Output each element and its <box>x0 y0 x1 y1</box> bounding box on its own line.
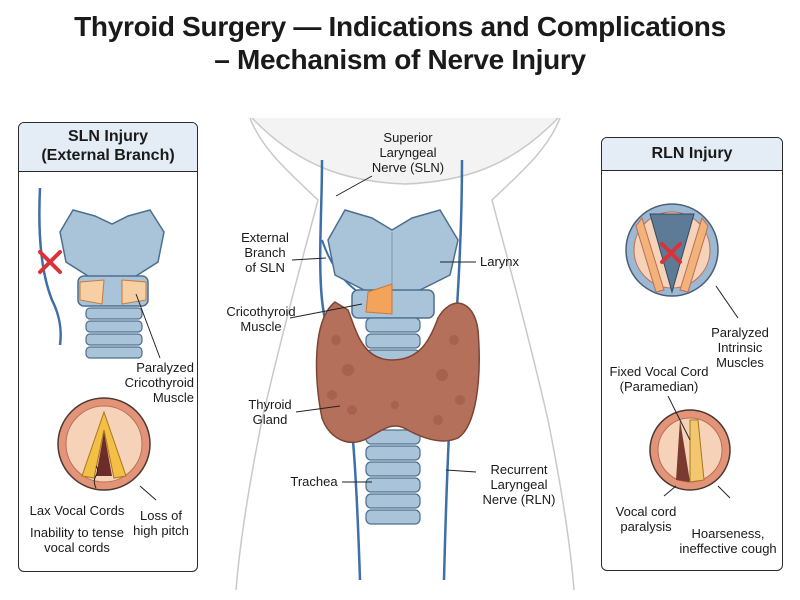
rln-label-line1: Recurrent <box>490 462 548 477</box>
rln-hoarse-line1: Hoarseness, <box>691 526 765 541</box>
rln-heading: RLN Injury <box>651 145 733 162</box>
rln-paralysis-line1: Vocal cord <box>615 504 677 519</box>
sln-pitch-line2: high pitch <box>133 523 189 538</box>
rln-paralyzed-label: Paralyzed Intrinsic Muscles <box>704 325 776 370</box>
title-line-2: – Mechanism of Nerve Injury <box>214 44 586 75</box>
cricothyroid-line1: Cricothyroid <box>226 304 296 319</box>
rln-label: Recurrent Laryngeal Nerve (RLN) <box>474 462 564 507</box>
rln-injury-panel: RLN Injury <box>601 137 783 571</box>
sln-paralyzed-line2: Cricothyroid <box>124 375 194 390</box>
rln-panel-heading: RLN Injury <box>602 138 782 171</box>
cricothyroid-label: Cricothyroid Muscle <box>220 304 302 334</box>
rln-fixed-label: Fixed Vocal Cord (Paramedian) <box>604 364 714 394</box>
sln-heading-line2: (External Branch) <box>41 147 175 164</box>
thyroid-gland-label: Thyroid Gland <box>242 397 298 427</box>
sln-lax-label: Lax Vocal Cords <box>29 503 125 518</box>
external-branch-line2: Branch <box>244 245 286 260</box>
sln-paralyzed-line3: Muscle <box>152 390 194 405</box>
neck-outline <box>235 117 319 591</box>
trachea-label: Trachea <box>290 474 338 489</box>
rln-label-line3: Nerve (RLN) <box>482 492 556 507</box>
external-branch-line1: External <box>241 230 289 245</box>
external-branch-line3: of SLN <box>245 260 285 275</box>
sln-label: Superior Laryngeal Nerve (SLN) <box>358 130 458 175</box>
rln-paralysis-label: Vocal cord paralysis <box>606 504 686 534</box>
thyroid-line2: Gland <box>252 412 288 427</box>
page-title: Thyroid Surgery — Indications and Compli… <box>0 10 800 76</box>
neck-outline-right <box>491 117 575 591</box>
sln-paralyzed-label: Paralyzed Cricothyroid Muscle <box>118 360 194 405</box>
rln-fixed-line1: Fixed Vocal Cord <box>609 364 709 379</box>
thyroid-cartilage <box>327 209 459 296</box>
cricothyroid-muscle <box>365 283 393 315</box>
rln-paralyzed-line3: Muscles <box>716 355 764 370</box>
title-line-1: Thyroid Surgery — Indications and Compli… <box>74 11 726 42</box>
sln-pitch-line1: Loss of <box>140 508 182 523</box>
rln-fixed-line2: (Paramedian) <box>619 379 699 394</box>
rln-paralyzed-line1: Paralyzed <box>711 325 769 340</box>
sln-label-line1: Superior <box>383 130 433 145</box>
larynx-label: Larynx <box>480 254 520 269</box>
sln-label-line3: Nerve (SLN) <box>371 160 445 175</box>
sln-heading-line1: SLN Injury <box>67 128 148 145</box>
rln-paralyzed-line2: Intrinsic <box>717 340 763 355</box>
rln-paralysis-line2: paralysis <box>620 519 672 534</box>
external-branch-label: External Branch of SLN <box>228 230 302 275</box>
sln-inability-label: Inability to tense vocal cords <box>22 525 132 555</box>
sln-inability-line1: Inability to tense <box>30 525 124 540</box>
thyroid-line1: Thyroid <box>248 397 292 412</box>
sln-inability-line2: vocal cords <box>44 540 110 555</box>
rln-label-line2: Laryngeal <box>490 477 548 492</box>
sln-panel-heading: SLN Injury (External Branch) <box>19 123 197 172</box>
rln-hoarse-line2: ineffective cough <box>679 541 777 556</box>
neck-skin <box>251 117 559 185</box>
cricothyroid-line2: Muscle <box>240 319 282 334</box>
rln-hoarse-label: Hoarseness, ineffective cough <box>676 526 780 556</box>
sln-label-line2: Laryngeal <box>379 145 437 160</box>
thyroid-gland <box>315 301 480 443</box>
sln-paralyzed-line1: Paralyzed <box>136 360 194 375</box>
sln-pitch-label: Loss of high pitch <box>128 508 194 538</box>
